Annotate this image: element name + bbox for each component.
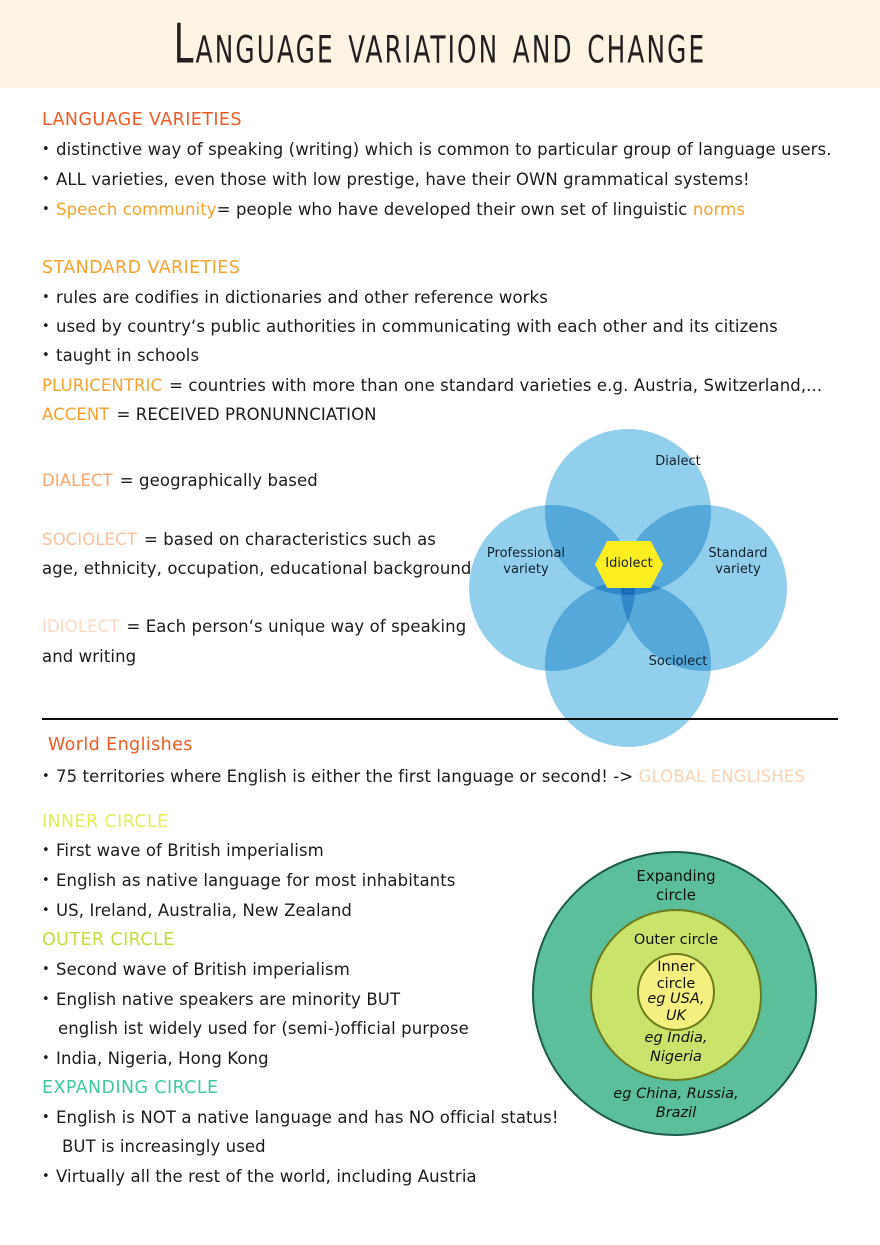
bullet-standard-varieties-3: taught in schools bbox=[42, 341, 199, 371]
entry-accent: ACCENT = RECEIVED PRONUNNCIATION bbox=[42, 400, 377, 430]
circle-label-outer-examples: eg India, Nigeria bbox=[644, 1030, 708, 1065]
venn-label-idiolect: Idiolect bbox=[605, 556, 653, 571]
section-heading-expanding-circle: EXPANDING CIRCLE bbox=[42, 1078, 219, 1098]
venn-label-professional-variety: Professional variety bbox=[486, 546, 566, 577]
bullet-language-varieties-1: distinctive way of speaking (writing) wh… bbox=[42, 135, 832, 165]
bullet-world-englishes-1: 75 territories where English is either t… bbox=[42, 762, 805, 792]
section-heading-inner-circle: INNER CIRCLE bbox=[42, 812, 169, 832]
definition-sociolect: = based on characteristics such as bbox=[143, 530, 436, 549]
definition-speech-community: = people who have developed their own se… bbox=[216, 200, 693, 219]
bullet-outer-circle-2-continuation: english ist widely used for (semi-)offic… bbox=[58, 1019, 469, 1038]
venn-label-dialect: Dialect bbox=[655, 454, 701, 469]
circle-label-inner: Inner circle bbox=[656, 959, 696, 992]
bullet-outer-circle-1: Second wave of British imperialism bbox=[42, 955, 350, 985]
bullet-outer-circle-2: English native speakers are minority BUT bbox=[42, 985, 400, 1015]
bullet-standard-varieties-1: rules are codifies in dictionaries and o… bbox=[42, 283, 548, 313]
section-heading-language-varieties: LANGUAGE VARIETIES bbox=[42, 110, 242, 130]
bullet-inner-circle-1: First wave of British imperialism bbox=[42, 836, 324, 866]
bullet-outer-circle-3: India, Nigeria, Hong Kong bbox=[42, 1044, 269, 1074]
section-heading-standard-varieties: STANDARD VARIETIES bbox=[42, 258, 241, 278]
page-title: Language variation and change bbox=[173, 12, 707, 76]
kachru-circles-diagram: Expanding circle Outer circle Inner circ… bbox=[530, 849, 822, 1141]
bullet-language-varieties-2: ALL varieties, even those with low prest… bbox=[42, 165, 750, 195]
term-accent: ACCENT bbox=[42, 405, 110, 424]
venn-circle-sociolect bbox=[544, 580, 712, 748]
venn-label-standard-variety: Standard variety bbox=[708, 546, 768, 577]
venn-diagram-language-varieties: Dialect Professional variety Standard va… bbox=[460, 420, 805, 748]
highlight-norms: norms bbox=[692, 200, 746, 219]
definition-idiolect: = Each person‘s unique way of speaking bbox=[126, 617, 467, 636]
circle-inner bbox=[637, 953, 715, 1031]
section-heading-world-englishes: World Englishes bbox=[48, 735, 193, 755]
bullet-expanding-circle-2: Virtually all the rest of the world, inc… bbox=[42, 1162, 477, 1192]
section-heading-outer-circle: OUTER CIRCLE bbox=[42, 930, 175, 950]
definition-idiolect-line2: and writing bbox=[42, 647, 137, 666]
bullet-expanding-circle-1: English is NOT a native language and has… bbox=[42, 1103, 559, 1133]
entry-sociolect: SOCIOLECT = based on characteristics such… bbox=[42, 525, 436, 555]
circle-label-outer: Outer circle bbox=[633, 932, 719, 948]
term-idiolect: IDIOLECT bbox=[42, 617, 120, 636]
entry-pluricentric: PLURICENTRIC = countries with more than o… bbox=[42, 371, 822, 401]
bullet-inner-circle-3: US, Ireland, Australia, New Zealand bbox=[42, 896, 352, 926]
definition-dialect: = geographically based bbox=[119, 471, 318, 490]
section-divider bbox=[42, 718, 838, 720]
definition-accent: = RECEIVED PRONUNNCIATION bbox=[116, 405, 377, 424]
bullet-expanding-circle-1-continuation: BUT is increasingly used bbox=[62, 1137, 266, 1156]
venn-label-sociolect: Sociolect bbox=[648, 654, 708, 669]
term-sociolect: SOCIOLECT bbox=[42, 530, 137, 549]
bullet-inner-circle-2: English as native language for most inha… bbox=[42, 866, 456, 896]
text-world-englishes-1: 75 territories where English is either t… bbox=[56, 767, 639, 786]
title-banner bbox=[0, 0, 880, 88]
term-pluricentric: PLURICENTRIC bbox=[42, 376, 163, 395]
term-speech-community: Speech community bbox=[56, 200, 217, 219]
bullet-standard-varieties-2: used by country‘s public authorities in … bbox=[42, 312, 778, 342]
circle-label-inner-examples: eg USA, UK bbox=[647, 991, 705, 1024]
bullet-language-varieties-3: Speech community= people who have develo… bbox=[42, 195, 745, 225]
circle-label-expanding: Expanding circle bbox=[636, 867, 716, 904]
venn-hexagon-idiolect bbox=[595, 541, 663, 588]
definition-sociolect-line2: age, ethnicity, occupation, educational … bbox=[42, 559, 472, 578]
term-dialect: DIALECT bbox=[42, 471, 113, 490]
definition-pluricentric: = countries with more than one standard … bbox=[169, 376, 823, 395]
highlight-global-englishes: GLOBAL ENGLISHES bbox=[638, 767, 806, 786]
entry-dialect: DIALECT = geographically based bbox=[42, 466, 318, 496]
entry-idiolect: IDIOLECT = Each person‘s unique way of sp… bbox=[42, 612, 466, 642]
circle-label-expanding-examples: eg China, Russia, Brazil bbox=[613, 1086, 739, 1121]
